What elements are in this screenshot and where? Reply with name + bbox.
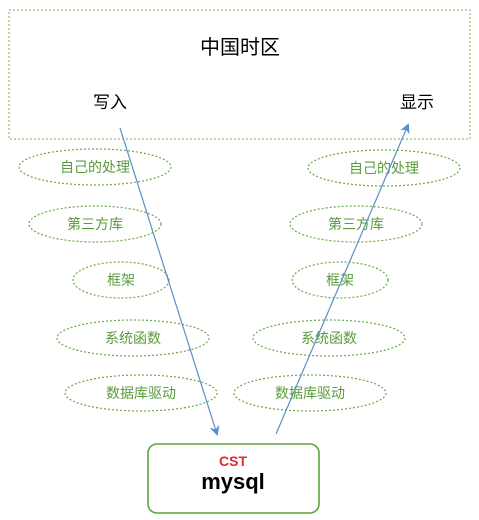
timezone-title: 中国时区	[200, 35, 280, 59]
display-arrow	[275, 123, 410, 435]
left-layer-label: 自己的处理	[60, 160, 130, 176]
right-layer-system-functions: 系统函数	[252, 319, 406, 357]
china-timezone-box	[8, 9, 471, 140]
left-layer-system-functions: 系统函数	[56, 319, 210, 357]
right-layer-label: 数据库驱动	[275, 386, 345, 402]
left-layer-own-processing: 自己的处理	[18, 148, 172, 186]
right-layer-label: 框架	[326, 273, 354, 289]
left-layer-db-driver: 数据库驱动	[64, 374, 218, 412]
left-layer-label: 框架	[107, 273, 135, 289]
left-layer-label: 系统函数	[105, 331, 161, 347]
display-label: 显示	[400, 93, 434, 113]
left-layer-third-party-lib: 第三方库	[28, 205, 162, 243]
left-layer-label: 第三方库	[67, 216, 123, 233]
left-layer-stack: 自己的处理 第三方库 框架 系统函数 数据库驱动	[18, 148, 218, 412]
right-layer-framework: 框架	[291, 261, 389, 299]
cst-label: CST	[219, 453, 247, 469]
mysql-box	[147, 443, 320, 514]
left-layer-label: 数据库驱动	[106, 386, 176, 402]
right-layer-label: 自己的处理	[349, 161, 419, 177]
right-layer-stack: 自己的处理 第三方库 框架 系统函数 数据库驱动	[233, 149, 461, 412]
write-label: 写入	[93, 93, 127, 113]
right-layer-third-party-lib: 第三方库	[289, 205, 423, 243]
right-layer-label: 系统函数	[301, 331, 357, 347]
right-layer-own-processing: 自己的处理	[307, 149, 461, 187]
right-layer-db-driver: 数据库驱动	[233, 374, 387, 412]
left-layer-framework: 框架	[72, 261, 170, 299]
mysql-label: mysql	[201, 469, 265, 494]
right-layer-label: 第三方库	[328, 216, 384, 233]
write-arrow	[119, 127, 220, 436]
